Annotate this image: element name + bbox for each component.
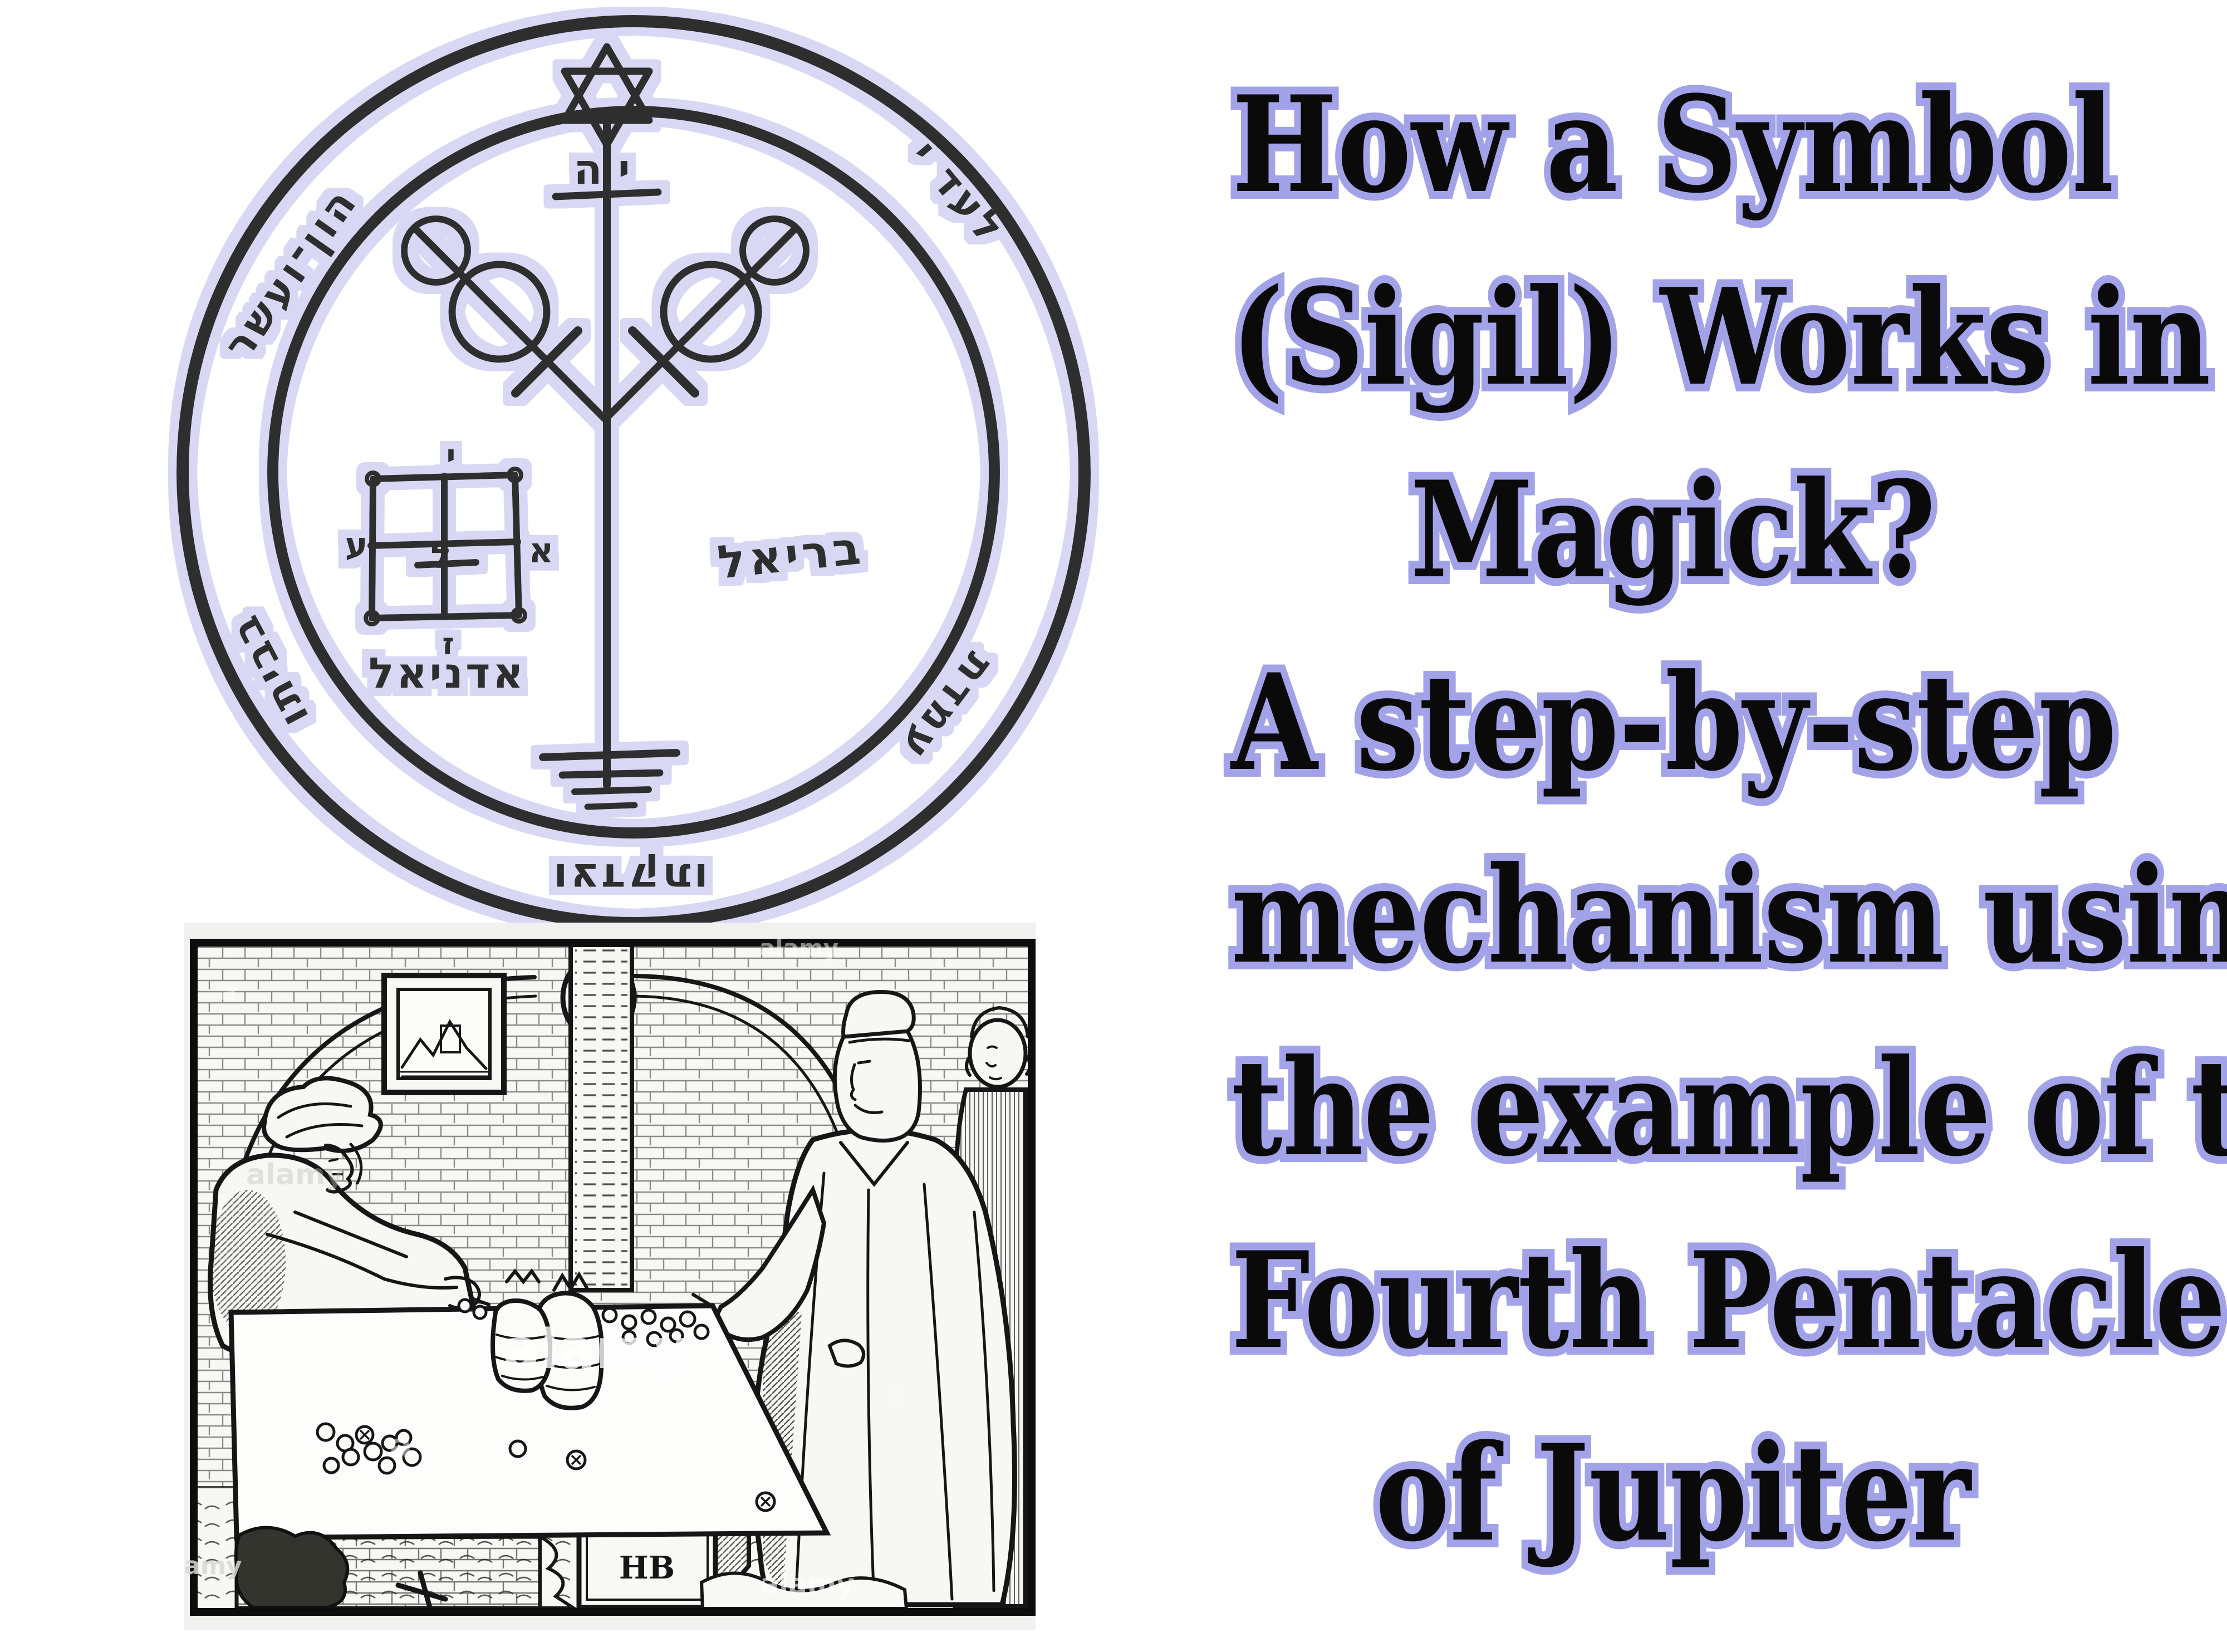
money-bags — [490, 1268, 604, 1410]
window — [381, 973, 507, 1095]
title-line-text: Fourth Pentacle — [1231, 1223, 2226, 1379]
pentacle-sigil: יה י ע א ז ל אדניאל בריאל הון־ועשר לעד י… — [176, 15, 1091, 929]
floor-creature — [234, 1526, 448, 1610]
title-line-text: mechanism using — [1231, 838, 2227, 993]
chest-monogram: HB — [619, 1550, 675, 1586]
svg-text:alamy: alamy — [760, 1568, 854, 1600]
title-line-text: How a Symbol — [1232, 67, 2115, 223]
title-line: the example of thethe example of the — [1224, 1012, 2227, 1205]
square-letter-left: ע — [345, 524, 367, 565]
square-letter-top: י — [446, 437, 456, 476]
angel-name-bariel: בריאל — [715, 522, 866, 590]
standing-man-head — [832, 989, 922, 1143]
square-letter-center: ל — [430, 536, 452, 576]
sitting-man-face — [324, 1144, 354, 1194]
cap — [841, 989, 916, 1039]
svg-text:alamy: alamy — [246, 1158, 344, 1192]
woodcut-frame — [190, 939, 1036, 1616]
central-scepter — [401, 109, 810, 810]
ring-text-upper-left: הון־ועשר — [214, 178, 367, 368]
angel-name-adoniel: אדניאל — [369, 648, 526, 698]
coins — [316, 1298, 776, 1512]
svg-text:a: a — [886, 1375, 906, 1409]
title-line: (Sigil) Works in(Sigil) Works in — [1224, 242, 2217, 434]
pillar — [568, 943, 634, 1292]
robe-hem — [699, 1571, 909, 1610]
title-line-text: of Jupiter — [1375, 1416, 1971, 1571]
svg-text:alamy: alamy — [184, 1552, 242, 1580]
ring-text-bottom: וצדקתו — [550, 854, 708, 902]
standing-man — [679, 989, 1017, 1607]
turban — [262, 1076, 383, 1185]
title-line-text: (Sigil) Works in — [1231, 260, 2211, 415]
staff-letter-he: יה — [573, 145, 646, 194]
title-line: Magick?Magick? — [1231, 434, 2115, 627]
square-letter-bottom: ז — [442, 626, 454, 661]
wooden-stick — [395, 1570, 448, 1610]
woodcut-engraving: HB — [184, 923, 1036, 1630]
svg-text:a: a — [219, 977, 237, 1007]
magic-square — [364, 467, 527, 626]
svg-text:alamy: alamy — [759, 934, 838, 962]
title-line-text: Magick? — [1410, 453, 1936, 608]
square-letter-right: א — [528, 530, 553, 571]
ring-text-upper-right: לעד י — [901, 131, 1015, 254]
title-line-text: the example of the — [1231, 1031, 2227, 1186]
svg-text:alamy: alamy — [503, 1318, 688, 1381]
sitting-man — [208, 1076, 490, 1359]
alamy-watermark: alamy alamy alamy alamy alamy a a a — [184, 934, 906, 1600]
woodcut-photo: HB — [184, 923, 1036, 1630]
svg-text:a: a — [390, 1426, 413, 1465]
title-line-text: A step-by-step — [1231, 645, 2117, 801]
